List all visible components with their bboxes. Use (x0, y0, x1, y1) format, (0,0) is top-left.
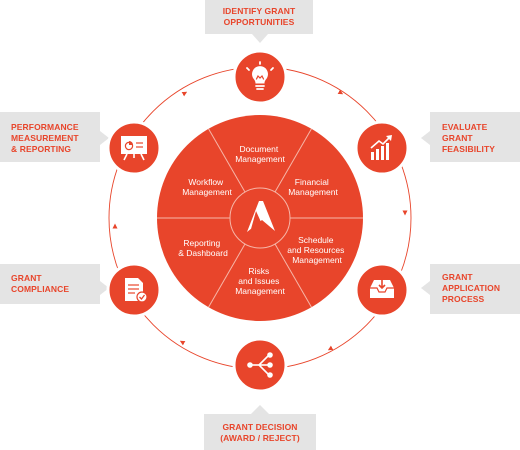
checked-document-icon (125, 278, 148, 303)
callout-line: GRANT (442, 133, 473, 143)
callout-pointer-performance (100, 131, 109, 145)
callout-line: (AWARD / REJECT) (220, 433, 300, 443)
callout-line: GRANT (442, 272, 473, 282)
callout-line: GRANT DECISION (222, 422, 298, 432)
stage-node-application[interactable] (354, 262, 410, 318)
callout-pointer-decision (251, 405, 269, 414)
callout-compliance: GRANT COMPLIANCE (0, 264, 100, 304)
growth-chart-icon (370, 135, 392, 160)
stage-node-identify[interactable] (232, 49, 288, 105)
callout-line: FEASIBILITY (442, 144, 496, 154)
callout-line: COMPLIANCE (11, 284, 70, 294)
callout-line: OPPORTUNITIES (223, 17, 295, 27)
callout-line: & REPORTING (11, 144, 72, 154)
presentation-board-icon (121, 136, 147, 161)
segment-label-reporting: Reporting & Dashboard (178, 238, 228, 258)
callout-performance: PERFORMANCE MEASUREMENT & REPORTING (0, 112, 100, 162)
stage-node-decision[interactable] (232, 337, 288, 393)
callout-pointer-evaluate (421, 131, 430, 145)
inbox-download-icon (370, 279, 394, 298)
callout-decision: GRANT DECISION (AWARD / REJECT) (204, 414, 316, 450)
callout-line: PERFORMANCE (11, 122, 79, 132)
segment-label-financial: Financial Management (288, 177, 338, 197)
segment-label-schedule: Schedule and Resources Management (287, 235, 347, 265)
segment-label-risks: Risks and Issues Management (235, 266, 285, 296)
callout-pointer-application (421, 281, 430, 295)
callout-line: IDENTIFY GRANT (222, 6, 296, 16)
callout-line: PROCESS (442, 294, 485, 304)
stage-node-compliance[interactable] (106, 262, 162, 318)
branching-icon (247, 352, 273, 378)
segment-label-document: Document Management (235, 144, 285, 164)
stage-node-evaluate[interactable] (354, 120, 410, 176)
flow-arrow (181, 91, 188, 97)
callout-application: GRANT APPLICATION PROCESS (430, 264, 520, 314)
callout-line: MEASUREMENT (11, 133, 79, 143)
callout-line: APPLICATION (442, 283, 501, 293)
callout-evaluate: EVALUATE GRANT FEASIBILITY (430, 112, 520, 162)
segment-label-workflow: Workflow Management (182, 177, 232, 197)
module-wheel: Document Management Financial Management… (157, 115, 363, 321)
logo-mark-icon (247, 201, 275, 232)
callout-pointer-compliance (100, 281, 109, 295)
stage-node-performance[interactable] (106, 120, 162, 176)
callout-identify: IDENTIFY GRANT OPPORTUNITIES (205, 0, 313, 34)
callout-line: GRANT (11, 273, 42, 283)
callout-line: EVALUATE (442, 122, 488, 132)
lightbulb-icon (246, 61, 274, 90)
flow-arrow (179, 340, 186, 346)
callout-pointer-identify (252, 34, 268, 43)
